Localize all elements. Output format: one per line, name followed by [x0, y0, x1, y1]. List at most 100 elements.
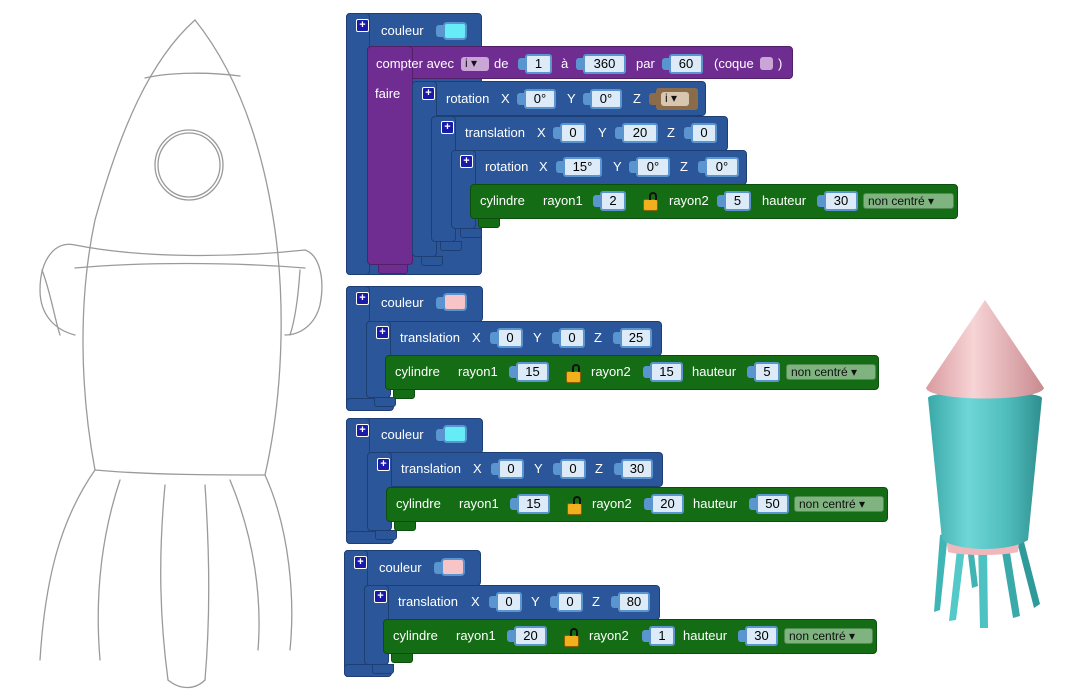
translation-z-field[interactable]: 0 [691, 123, 717, 143]
translation-x-field[interactable]: 0 [560, 123, 586, 143]
plus-icon[interactable]: + [354, 556, 367, 569]
color-swatch-cyan[interactable] [443, 22, 467, 40]
input-connector [749, 498, 756, 510]
translation-x-field[interactable]: 0 [496, 592, 522, 612]
cylinder-g4-notch [391, 653, 413, 663]
par-label: par [636, 56, 655, 71]
plus-icon[interactable]: + [460, 155, 473, 168]
close-paren-label: ) [778, 56, 783, 71]
coque-checkbox[interactable] [760, 57, 773, 70]
input-connector [434, 562, 441, 574]
rotation-y-field[interactable]: 0° [590, 89, 622, 109]
lock-icon[interactable] [567, 496, 582, 515]
cylinder-h-field[interactable]: 50 [756, 494, 789, 514]
input-connector [507, 630, 514, 642]
cylinder-h-field[interactable]: 5 [754, 362, 780, 382]
rotation2-x-field[interactable]: 15° [563, 157, 602, 177]
x-label: X [472, 330, 481, 345]
rocket-cone [926, 300, 1044, 399]
center-dropdown[interactable]: non centré ▾ [794, 496, 884, 512]
input-connector [698, 161, 705, 173]
y-label: Y [567, 91, 576, 106]
loop-var-dropdown[interactable]: i ▾ [461, 57, 489, 71]
y-label: Y [533, 330, 542, 345]
input-connector [436, 297, 443, 309]
color-swatch-pink[interactable] [443, 293, 467, 311]
cylinder-r2-field[interactable]: 1 [649, 626, 675, 646]
hauteur-label: hauteur [762, 193, 807, 208]
translation-y-field[interactable]: 0 [560, 459, 586, 479]
translation-y-field[interactable]: 20 [622, 123, 658, 143]
plus-icon[interactable]: + [374, 590, 387, 603]
input-connector [614, 463, 621, 475]
input-connector [684, 127, 691, 139]
cylinder-notch [478, 218, 500, 228]
cylinder-r1-field[interactable]: 15 [517, 494, 550, 514]
translation-g2-notch [374, 397, 396, 407]
loop-from-field[interactable]: 1 [525, 54, 552, 74]
input-connector [629, 161, 636, 173]
a-label: à [561, 56, 569, 71]
cylinder-h-field[interactable]: 30 [745, 626, 778, 646]
z-var-dropdown[interactable]: i ▾ [661, 92, 689, 106]
cylinder-block[interactable] [470, 184, 958, 219]
plus-icon[interactable]: + [422, 87, 435, 100]
rotation2-z-field[interactable]: 0° [705, 157, 739, 177]
color-swatch-cyan[interactable] [443, 425, 467, 443]
center-dropdown[interactable]: non centré ▾ [784, 628, 873, 644]
cylinder-r1-field[interactable]: 2 [600, 191, 626, 211]
input-connector [644, 498, 651, 510]
color-swatch-pink[interactable] [441, 558, 465, 576]
color-label: couleur [379, 560, 422, 575]
plus-icon[interactable]: + [356, 19, 369, 32]
translation-g3-notch [375, 530, 397, 540]
cylinder-g3-notch [394, 521, 416, 531]
lock-icon[interactable] [643, 192, 658, 211]
color-block-1-stem [346, 13, 370, 275]
plus-icon[interactable]: + [356, 424, 369, 437]
input-connector [576, 58, 583, 70]
cylinder-h-field[interactable]: 30 [824, 191, 858, 211]
input-connector [649, 93, 656, 105]
lock-icon[interactable] [566, 364, 581, 383]
cylinder-r2-field[interactable]: 20 [651, 494, 684, 514]
input-connector [611, 596, 618, 608]
input-connector [738, 630, 745, 642]
translation-y-field[interactable]: 0 [557, 592, 583, 612]
translation-y-field[interactable]: 0 [559, 328, 585, 348]
translation-x-field[interactable]: 0 [498, 459, 524, 479]
cylinder-r2-field[interactable]: 5 [724, 191, 751, 211]
rotation-block-2[interactable] [451, 150, 747, 185]
loop-step-field[interactable]: 60 [669, 54, 703, 74]
rayon2-label: rayon2 [591, 364, 631, 379]
rotation-z-variable[interactable]: i ▾ [656, 88, 698, 110]
plus-icon[interactable]: + [356, 292, 369, 305]
rotation-notch [421, 256, 443, 266]
rotation2-y-field[interactable]: 0° [636, 157, 670, 177]
plus-icon[interactable]: + [441, 121, 454, 134]
lock-icon[interactable] [564, 628, 579, 647]
cylinder-r1-field[interactable]: 20 [514, 626, 547, 646]
translation-z-field[interactable]: 80 [618, 592, 650, 612]
translation-z-field[interactable]: 25 [620, 328, 652, 348]
rocket-sketch [39, 19, 323, 689]
input-connector [510, 498, 517, 510]
plus-icon[interactable]: + [377, 458, 390, 471]
center-dropdown[interactable]: non centré ▾ [863, 193, 954, 209]
loop-to-field[interactable]: 360 [583, 54, 626, 74]
rocket-body [928, 392, 1042, 549]
center-dropdown-text: non centré [789, 629, 846, 643]
input-connector [553, 127, 560, 139]
translation-z-field[interactable]: 30 [621, 459, 653, 479]
cylinder-r1-field[interactable]: 15 [516, 362, 549, 382]
rotation-x-field[interactable]: 0° [524, 89, 556, 109]
center-dropdown[interactable]: non centré ▾ [786, 364, 876, 380]
input-connector [518, 58, 525, 70]
center-dropdown-text: non centré [799, 497, 856, 511]
z-label: Z [667, 125, 675, 140]
cylinder-r2-field[interactable]: 15 [650, 362, 683, 382]
hauteur-label: hauteur [692, 364, 737, 379]
plus-icon[interactable]: + [376, 326, 389, 339]
translation-x-field[interactable]: 0 [497, 328, 523, 348]
input-connector [553, 463, 560, 475]
